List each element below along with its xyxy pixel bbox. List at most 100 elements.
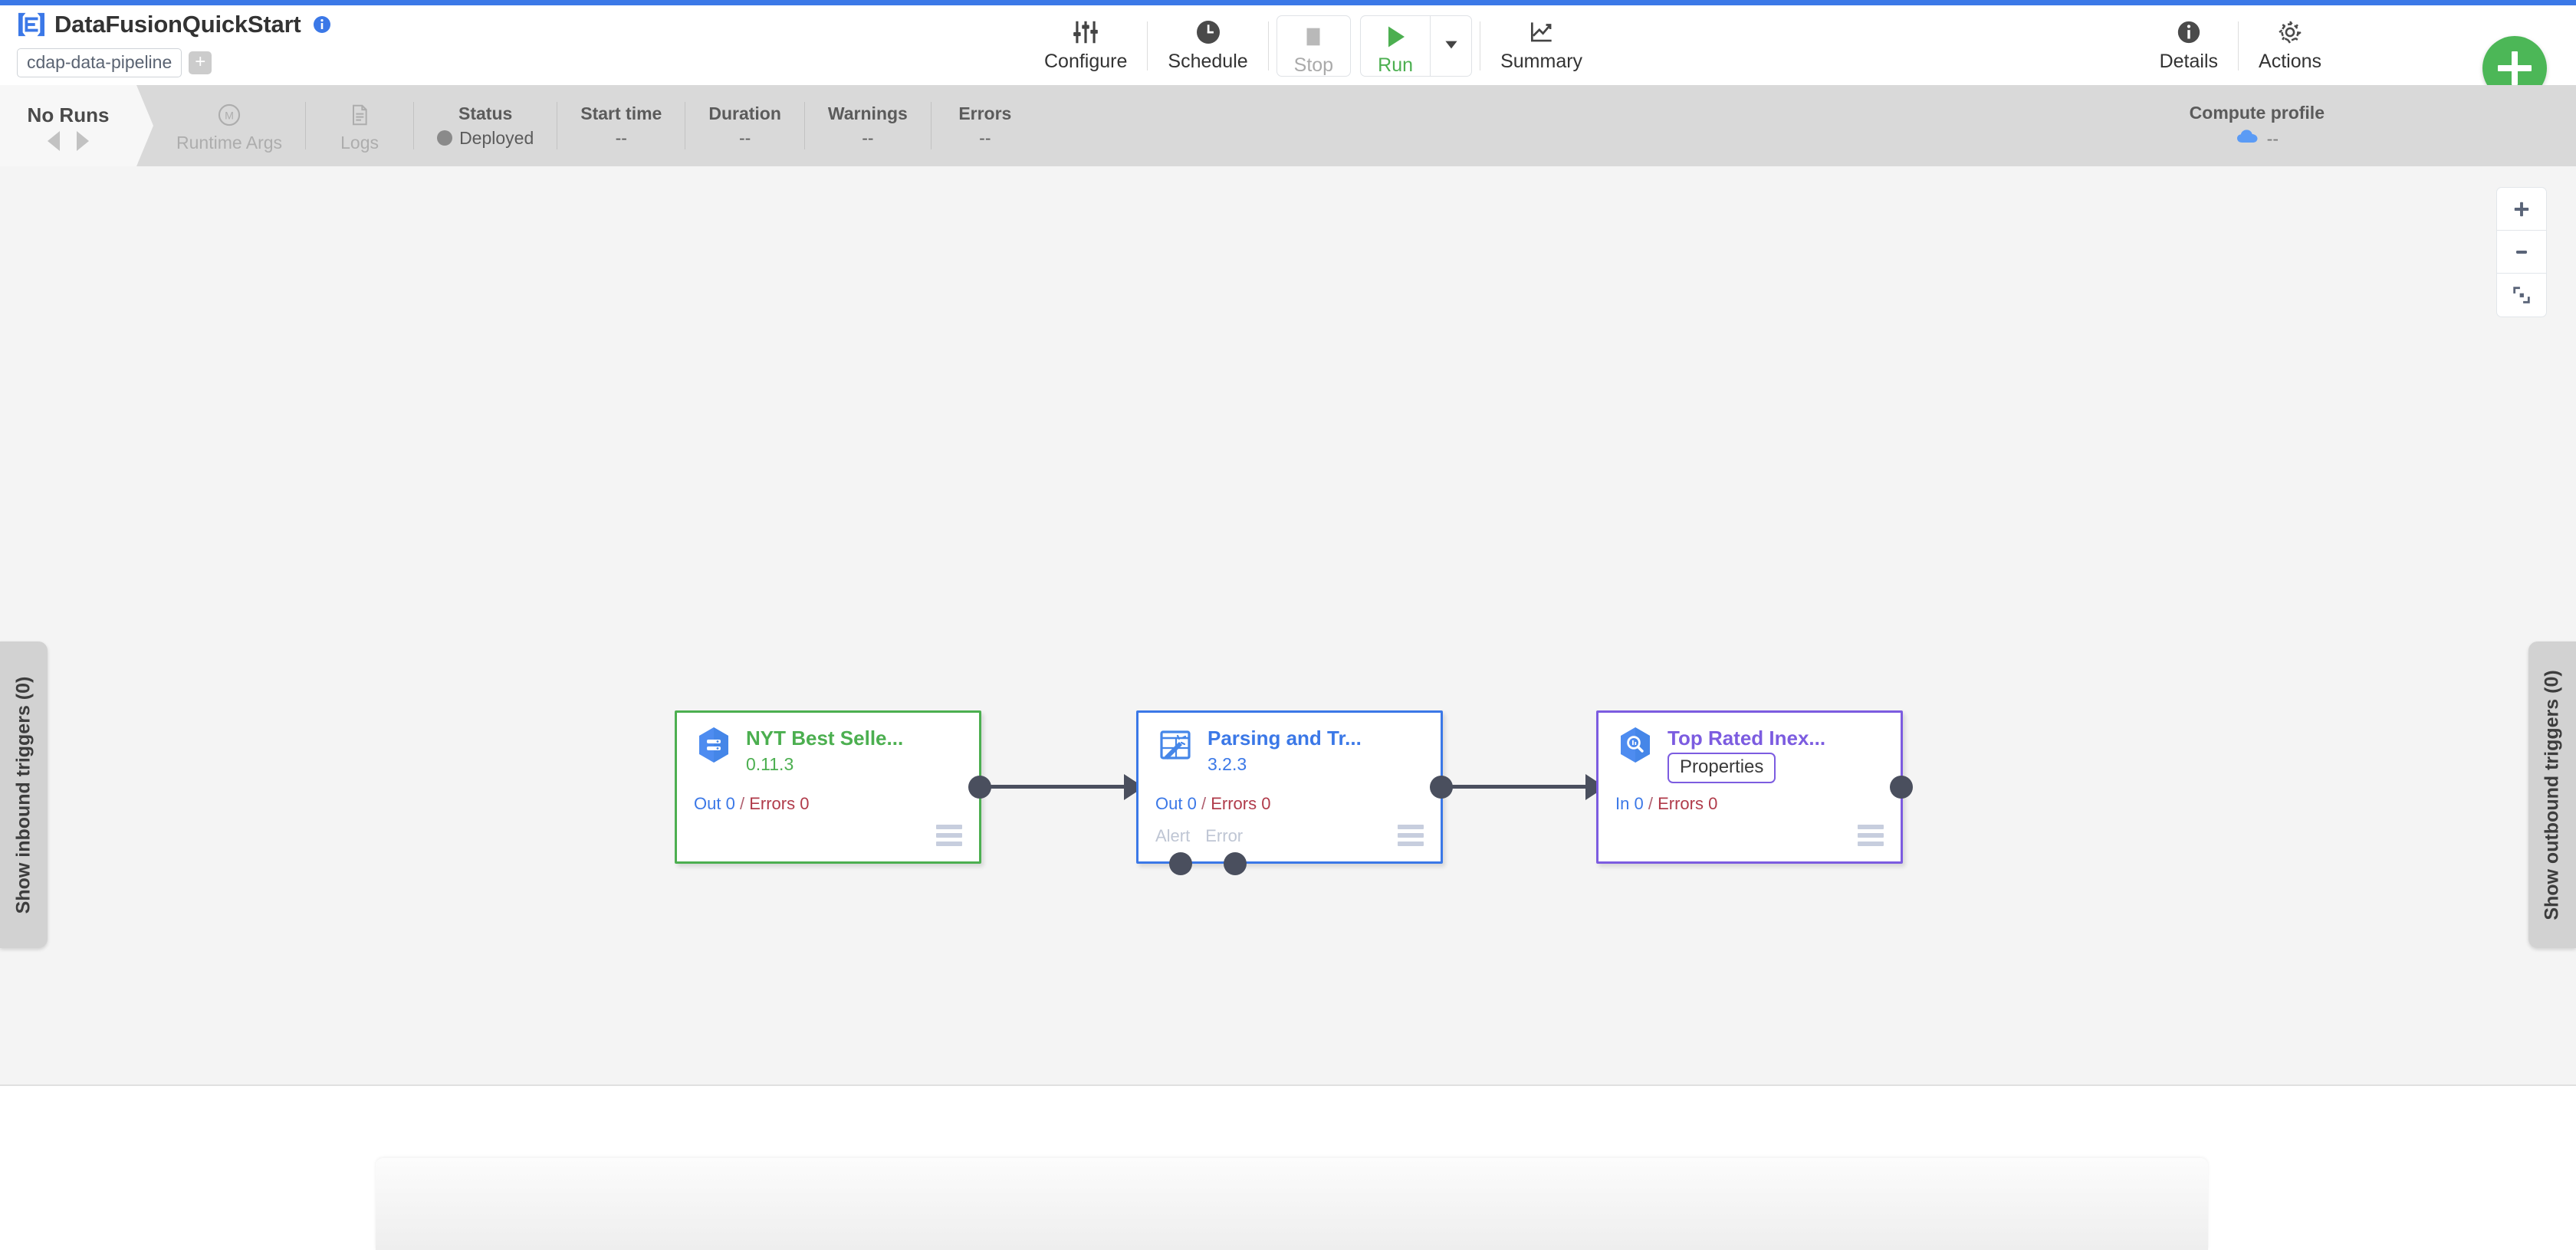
node-error-port[interactable] [1224, 852, 1247, 875]
bigquery-source-icon [694, 725, 734, 765]
node-header: NYT Best Selle... 0.11.3 [677, 713, 979, 775]
canvas-zoom-controls [2496, 187, 2547, 317]
configure-label: Configure [1044, 51, 1128, 72]
status-badge: Deployed [459, 128, 534, 148]
node-header: Parsing and Tr... 3.2.3 [1138, 713, 1441, 775]
cdap-logo-icon [17, 11, 46, 38]
page-title: DataFusionQuickStart [54, 11, 301, 38]
summary-label: Summary [1500, 51, 1583, 72]
node-port-labels: Alert Error [1155, 826, 1243, 846]
runtime-args-item[interactable]: M Runtime Args [153, 85, 305, 166]
stop-square-icon [1300, 21, 1326, 53]
info-circle-icon [2176, 15, 2202, 49]
hamburger-icon[interactable] [1398, 825, 1424, 846]
bigquery-sink-icon [1615, 725, 1655, 765]
triangle-left-icon[interactable] [48, 131, 60, 151]
caret-down-icon [1441, 34, 1461, 58]
node-name: Top Rated Inex... [1668, 727, 1826, 750]
status-divider [930, 102, 932, 149]
node-properties-button[interactable]: Properties [1668, 753, 1776, 783]
outbound-triggers-tab[interactable]: Show outbound triggers (0) [2528, 641, 2576, 948]
start-time-header: Start time [580, 103, 662, 123]
node-alert-port[interactable] [1169, 852, 1192, 875]
node-metric-errors: Errors 0 [749, 794, 810, 813]
macro-m-icon: M [216, 98, 242, 132]
pipeline-canvas[interactable]: Show inbound triggers (0) Show outbound … [0, 166, 2576, 1086]
wrangler-transform-icon [1155, 725, 1195, 765]
pipeline-node-sink[interactable]: Top Rated Inex... Properties In 0 / Erro… [1596, 710, 1903, 864]
stop-label: Stop [1293, 54, 1334, 76]
add-artifact-button[interactable]: + [189, 51, 212, 74]
info-icon[interactable] [313, 15, 331, 34]
configure-button[interactable]: Configure [1027, 9, 1144, 83]
secondary-toolbar: Details Actions [2143, 9, 2338, 83]
warnings-header: Warnings [827, 103, 908, 123]
stop-button[interactable]: Stop [1277, 16, 1350, 76]
hamburger-icon[interactable] [936, 825, 962, 846]
fit-to-screen-button[interactable] [2497, 274, 2546, 317]
node-metric-errors: Errors 0 [1211, 794, 1271, 813]
main-toolbar: Configure Schedule Stop [1027, 9, 1599, 83]
details-button[interactable]: Details [2143, 9, 2235, 83]
node-port-error-label: Error [1205, 826, 1244, 845]
run-button[interactable]: Run [1361, 16, 1430, 76]
logs-label: Logs [340, 133, 379, 153]
zoom-out-button[interactable] [2497, 231, 2546, 274]
node-titles: Top Rated Inex... Properties [1668, 725, 1825, 783]
run-dropdown-button[interactable] [1430, 16, 1471, 76]
bottom-drawer-panel[interactable] [376, 1158, 2208, 1250]
pipeline-node-source[interactable]: NYT Best Selle... 0.11.3 Out 0 / Errors … [675, 710, 981, 864]
outbound-triggers-label: Show outbound triggers (0) [2541, 669, 2563, 920]
status-item: Status Deployed [414, 85, 557, 166]
inbound-triggers-label: Show inbound triggers (0) [12, 676, 34, 914]
inbound-triggers-tab[interactable]: Show inbound triggers (0) [0, 641, 48, 948]
compute-profile-value: -- [2266, 128, 2279, 149]
connection-edge[interactable] [980, 785, 1125, 789]
node-metric-separator: / [1201, 794, 1207, 813]
gear-icon [2275, 15, 2305, 49]
cloud-icon [2236, 128, 2260, 149]
node-metrics: In 0 / Errors 0 [1615, 794, 1717, 814]
actions-button[interactable]: Actions [2242, 9, 2338, 83]
node-version: 3.2.3 [1208, 754, 1247, 774]
start-time-value: -- [615, 128, 627, 148]
runs-nav [48, 131, 89, 151]
node-version: 0.11.3 [746, 754, 794, 774]
connection-edge[interactable] [1441, 785, 1587, 789]
compute-profile-header: Compute profile [2189, 103, 2325, 123]
toolbar-divider [1147, 21, 1148, 71]
artifact-row: cdap-data-pipeline + [17, 48, 212, 77]
hamburger-icon[interactable] [1858, 825, 1884, 846]
summary-button[interactable]: Summary [1484, 9, 1599, 83]
runs-title: No Runs [27, 103, 110, 126]
status-items: M Runtime Args Logs Status Deployed [153, 85, 1039, 166]
node-output-port[interactable] [1890, 776, 1913, 799]
node-header: Top Rated Inex... Properties [1598, 713, 1901, 783]
node-metric-separator: / [739, 794, 745, 813]
app-header: DataFusionQuickStart cdap-data-pipeline … [0, 5, 2576, 100]
stop-button-box[interactable]: Stop [1276, 15, 1352, 77]
compute-profile-item[interactable]: Compute profile -- [2190, 85, 2325, 166]
logs-item[interactable]: Logs [306, 85, 413, 166]
document-icon [347, 98, 372, 132]
actions-label: Actions [2259, 51, 2321, 72]
runs-summary-block: No Runs [0, 85, 136, 166]
start-time-item: Start time -- [557, 85, 685, 166]
schedule-button[interactable]: Schedule [1151, 9, 1264, 83]
sliders-icon [1071, 15, 1100, 49]
play-triangle-icon [1382, 21, 1409, 53]
status-dot-icon [437, 130, 453, 146]
toolbar-divider [2238, 21, 2239, 71]
top-accent-bar [0, 0, 2576, 5]
errors-header: Errors [958, 103, 1012, 123]
artifact-chip[interactable]: cdap-data-pipeline [17, 48, 182, 77]
triangle-right-icon[interactable] [77, 131, 89, 151]
details-label: Details [2159, 51, 2219, 72]
node-metric-separator: / [1648, 794, 1653, 813]
node-titles: NYT Best Selle... 0.11.3 [746, 725, 903, 775]
brand-block: DataFusionQuickStart [17, 11, 331, 38]
zoom-in-button[interactable] [2497, 188, 2546, 231]
run-button-box[interactable]: Run [1360, 15, 1473, 77]
node-metric-in: In 0 [1615, 794, 1644, 813]
pipeline-node-transform[interactable]: Parsing and Tr... 3.2.3 Out 0 / Errors 0… [1136, 710, 1443, 864]
